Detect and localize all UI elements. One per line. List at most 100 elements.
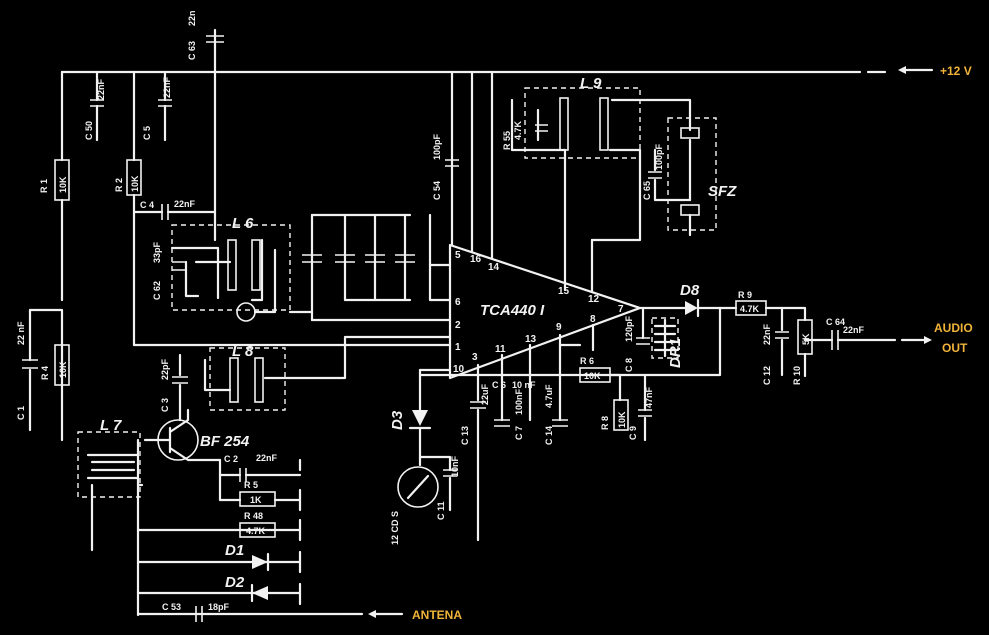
c12-ref: C 64 xyxy=(826,317,845,327)
c9-ref: C 9 xyxy=(628,426,638,440)
d8-meter xyxy=(397,410,457,512)
meter-label: 12 CD S xyxy=(390,511,400,545)
pin-8: 8 xyxy=(590,314,596,325)
l7-ref: L 7 xyxy=(100,417,122,434)
pin-7: 7 xyxy=(618,304,624,315)
l6-transformer xyxy=(170,224,291,322)
resistor-r4 xyxy=(54,344,70,386)
r48-ref: R 48 xyxy=(244,511,263,521)
resistor-r1 xyxy=(54,159,70,201)
c63-value: 22n xyxy=(187,10,197,26)
c11-value: 22nF xyxy=(762,323,772,345)
pin-6: 6 xyxy=(455,297,461,308)
l9-ref: L 9 xyxy=(580,75,602,92)
cap-c63 xyxy=(206,35,224,43)
c5-ref: C 5 xyxy=(142,126,152,140)
r4-value: 10K xyxy=(58,361,68,378)
cap-c5 xyxy=(158,99,172,142)
lower-middle xyxy=(470,323,652,542)
c3-ref: C 3 xyxy=(160,398,170,412)
c14-value: 4.7uF xyxy=(544,384,554,408)
pin-13: 13 xyxy=(525,334,537,345)
r2-value: 10K xyxy=(130,175,140,192)
c13-value: 22uF xyxy=(480,383,490,405)
transistor-label: BF 254 xyxy=(200,433,250,450)
c53-value: 18pF xyxy=(208,602,230,612)
d3-ref: D8 xyxy=(680,282,700,299)
pin-3: 3 xyxy=(472,352,478,363)
c6-value: 10 nF xyxy=(512,380,536,390)
cap-c53 xyxy=(195,606,203,622)
c1-value: 22 nF xyxy=(16,321,26,345)
cap-c62 xyxy=(172,261,186,271)
r8-ref: R 8 xyxy=(600,416,610,430)
c2-value: 22nF xyxy=(256,453,278,463)
d8-ref: D3 xyxy=(389,410,406,430)
audio-out-label-2: OUT xyxy=(942,341,968,355)
r55-ref: R 55 xyxy=(502,131,512,150)
c6-ref: C 6 xyxy=(492,380,506,390)
output-section xyxy=(418,298,897,378)
left-wiring xyxy=(28,28,452,442)
pin-5: 5 xyxy=(455,250,461,261)
c13-ref: C 13 xyxy=(460,426,470,445)
r9-ref: R 9 xyxy=(738,290,752,300)
cap-c1 xyxy=(22,359,38,369)
c4-ref: C 4 xyxy=(140,200,154,210)
c9-value: 47nF xyxy=(644,386,654,408)
resistor-r48 xyxy=(239,522,276,538)
r6-value: 10K xyxy=(584,371,601,381)
antenna-label: ANTENA xyxy=(412,608,462,622)
audio-out-arrow xyxy=(900,336,932,344)
supply-arrow xyxy=(898,66,934,74)
r55-value: 4.7K xyxy=(513,120,523,140)
c62-ref: C 62 xyxy=(152,281,162,300)
c14-ref: C 14 xyxy=(544,426,554,445)
pin-16: 16 xyxy=(470,254,482,265)
r2-ref: R 2 xyxy=(114,178,124,192)
r9-value: 4.7K xyxy=(740,304,760,314)
c50-ref: C 50 xyxy=(84,121,94,140)
d1-ref: D1 xyxy=(225,542,244,559)
cap-c50 xyxy=(90,99,104,142)
c8-ref: C 8 xyxy=(624,358,634,372)
c53-ref: C 53 xyxy=(162,602,181,612)
pin-10: 10 xyxy=(453,364,465,375)
transistor-bf254 xyxy=(143,408,222,462)
c3-value: 22pF xyxy=(160,358,170,380)
c4-value: 22nF xyxy=(174,199,196,209)
dr1-choke xyxy=(651,317,679,359)
c1-ref: C 1 xyxy=(16,406,26,420)
sfz-label: SFZ xyxy=(708,183,737,200)
bottom-branches xyxy=(136,438,364,617)
variable-capacitor-bank xyxy=(288,213,452,322)
c12-value: 22nF xyxy=(843,325,865,335)
l7-inductor xyxy=(77,431,144,552)
ic-label: TCA440 I xyxy=(480,302,545,319)
c7-value: 100nF xyxy=(514,388,524,415)
cap-c4 xyxy=(132,204,217,220)
r48-value: 4.7K xyxy=(246,526,266,536)
pin-14: 14 xyxy=(488,262,500,273)
c65-ref: C 65 xyxy=(642,181,652,200)
pin-9: 9 xyxy=(556,322,562,333)
antenna-arrow xyxy=(368,610,404,618)
c64-value: 10nF xyxy=(450,455,460,477)
supply-label: +12 V xyxy=(940,64,972,78)
r10-ref: R 10 xyxy=(792,366,802,385)
c2-ref: C 2 xyxy=(224,454,238,464)
c62-value: 33pF xyxy=(152,241,162,263)
c63-ref: C 63 xyxy=(187,41,197,60)
l6-ref: L 6 xyxy=(232,215,254,232)
r10-value: 5K xyxy=(801,333,811,345)
cap-c54 xyxy=(445,159,459,167)
c50-value: 22nF xyxy=(96,78,106,100)
c5-value: 22nF xyxy=(162,76,172,98)
c7-ref: C 7 xyxy=(514,426,524,440)
pin-15: 15 xyxy=(558,286,570,297)
c8-value: 120pF xyxy=(624,315,634,342)
resistor-r5 xyxy=(239,491,276,507)
diode-d2 xyxy=(250,583,268,603)
pin-2: 2 xyxy=(455,320,461,331)
r1-ref: R 1 xyxy=(39,179,49,193)
